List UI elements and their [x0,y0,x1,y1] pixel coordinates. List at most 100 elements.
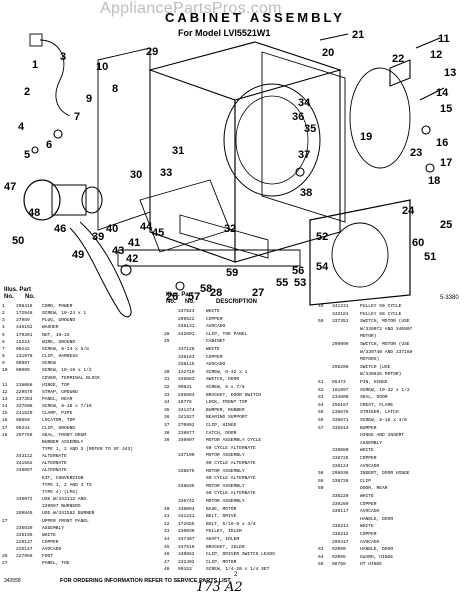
callout-19: 19 [360,131,372,143]
page-title: CABINET ASSEMBLY [165,10,345,25]
callout-9: 9 [86,93,92,105]
part-description: TYPE 4) (LPG) [42,489,78,495]
callout-46: 46 [54,223,66,235]
part-number: 338211 [332,524,349,530]
part-illus-no: 46 [164,552,170,558]
part-number: 341562 [16,461,33,467]
callout-44: 44 [140,221,153,233]
callout-54: 54 [316,261,329,273]
part-number: 338726 [332,478,349,484]
part-description: WHITE [206,309,220,314]
part-description: MOTOR ASSEMBLY [206,468,245,474]
callout-23: 23 [410,147,422,159]
part-description: KIT, CONVERSION [42,475,84,481]
callout-47: 47 [4,181,16,193]
part-description: 339097 BURNERS [42,504,81,510]
part-description: DOOR, REAR [360,486,388,492]
part-description: MOTOR ASSEMBLY [206,453,245,459]
part-description: STRIKER, LATCH [360,410,399,416]
part-description: COPPER [360,456,377,461]
watermark: AppliancePartsPros.com [100,0,282,17]
callout-24: 24 [402,205,415,217]
part-number: 335614 [332,425,349,431]
part-number: 234800 [332,395,349,401]
part-description: PANEL, REAR [42,396,73,402]
part-number: 132719 [178,369,195,375]
callout-15: 15 [440,103,452,115]
part-description: SWITCH, MOTOR (USE [360,342,410,347]
part-description: ASSEMBLY [42,525,65,531]
part-description: COPPER [360,532,377,537]
part-description: BUMPER, RUBBER [206,407,245,413]
part-number: 92095 [332,554,346,560]
part-number: 227956 [16,554,33,560]
callout-29: 29 [146,46,158,58]
callout-25: 25 [440,219,452,231]
part-number: 90242 [16,346,30,352]
col2-header-no: No. [166,299,176,305]
part-description: SCREW, 1/4-20 x 1/4 SET [206,567,270,573]
part-description: CLIP [360,478,372,484]
part-description: HANDLE, DOOR [360,516,394,522]
part-number: 337100 [178,453,195,459]
part-description: BASE, MOTOR [206,506,237,512]
part-number: 172848 [16,311,33,317]
part-number: 335839 [16,525,33,531]
callout-3: 3 [60,51,66,63]
part-description: WASHER [42,325,59,331]
part-description: CORD, POWER [42,304,73,309]
part-description: LOCK, FRONT TOP [206,400,248,406]
part-description: SCREW, 8-18 x 3/8 [360,418,407,423]
callout-52: 52 [316,231,328,243]
col2-header-illus: Illus. Part [166,292,194,298]
part-number: 298416 [16,304,33,309]
part-number: 241529 [16,411,33,417]
part-description: MOTOR) [360,334,377,340]
part-description: SCREW, 10-24 x 1 [42,311,87,317]
part-illus-no: 60 [318,486,324,492]
part-description: SEAL, DOOR [360,395,388,401]
part-number: 238088 [16,382,33,388]
part-illus-no: 48 [164,567,170,573]
part-number: 341474 [178,407,195,413]
part-number: 337407 [178,537,195,542]
part-number: 338635 [178,483,195,489]
col2-header-partno: No. [185,299,195,305]
part-illus-no: 33 [164,392,170,398]
part-description: PANEL, TOE [42,561,70,567]
callout-12: 12 [430,49,442,61]
part-illus-no: 45 [164,544,170,550]
part-illus-no: 26 [2,554,8,560]
part-description: COPPER [360,501,377,507]
part-description: USE W/343112 AND [42,497,87,503]
callout-6: 6 [46,139,52,151]
part-number: 161997 [332,387,349,393]
part-description: TYPE 1, 2 AND 3 (REFER TO SF 343) [42,447,133,452]
part-illus-no: 27 [2,561,8,567]
part-illus-no: 9 [2,361,5,367]
document-code: 343558 [4,578,21,584]
part-description: MOTOR ASSEMBLY [206,499,245,504]
part-description: MOTORS) [360,357,380,363]
part-description: CLIP, TOE PANEL [206,331,248,337]
part-number: 229137 [16,539,33,545]
part-illus-no: 13 [2,396,8,402]
callout-13: 13 [444,67,456,79]
part-illus-no: 56 [318,418,324,423]
part-description: CLIP, GROUND [42,425,76,431]
part-number: 338871 [332,418,349,423]
callout-48: 48 [28,207,40,219]
part-description: TYPE 1, 2 AND 3 TO [42,482,92,488]
part-description: ASSEMBLY [360,440,383,446]
part-illus-no: 59 [318,478,324,484]
part-illus-no: 44 [164,537,170,542]
part-description: BRACKET, DOOR SWITCH [206,392,262,398]
part-number: 338124 [332,463,349,469]
part-description: CLAMP, PIPE [42,411,73,417]
callout-21: 21 [352,29,364,41]
part-description: COPPER [206,316,223,322]
part-illus-no: 4 [2,325,5,331]
callout-2: 2 [24,86,30,98]
part-description: SEAL, FRONT DRUM [42,432,87,438]
part-illus-no: 47 [164,559,170,565]
